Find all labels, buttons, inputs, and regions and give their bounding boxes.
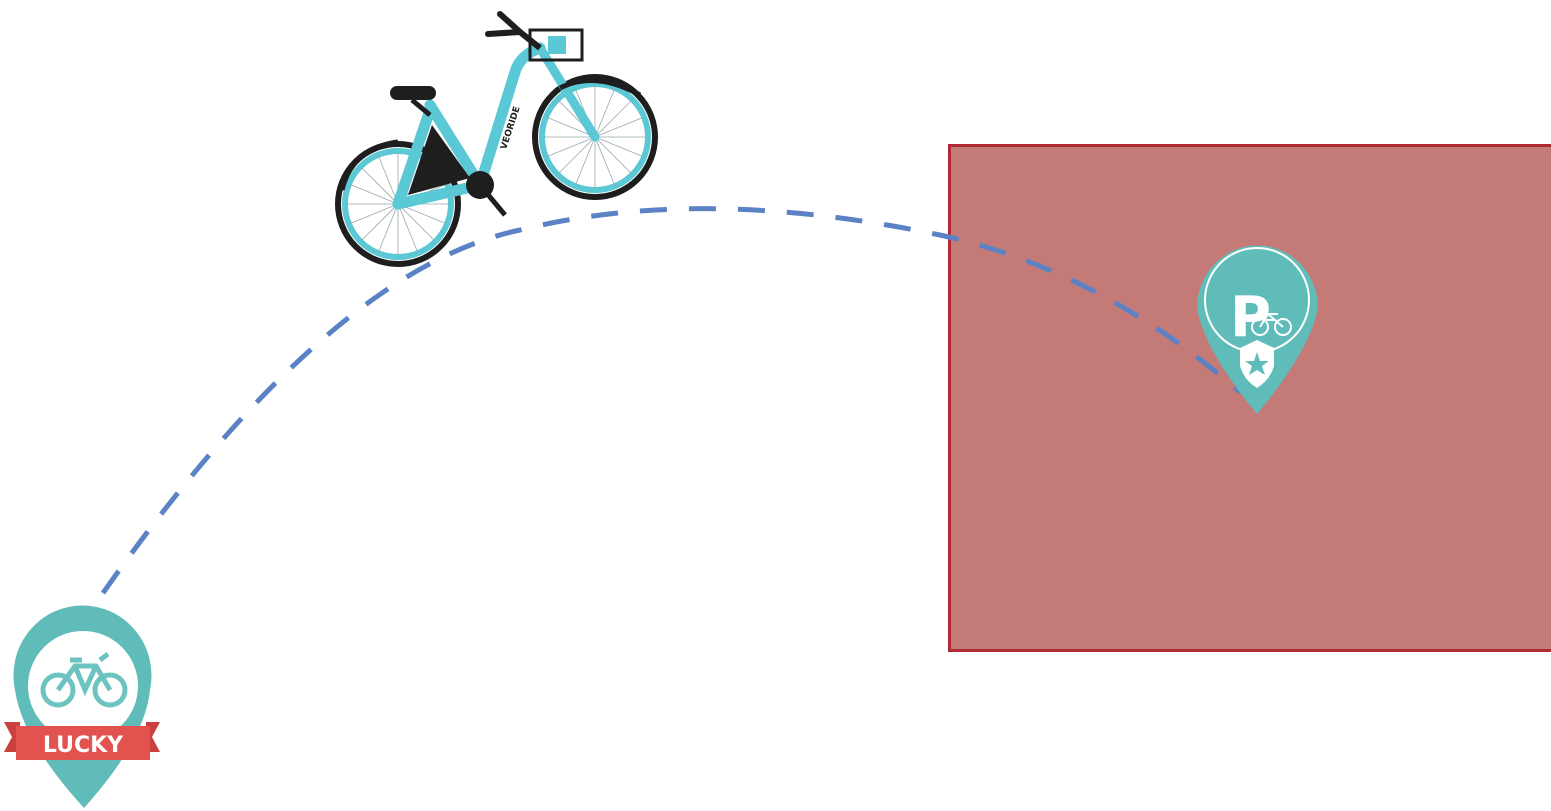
bike-illustration: VEORIDE [335,11,658,267]
parking-letter: P [1230,285,1271,350]
lucky-ribbon [4,722,160,760]
route-path [100,206,1242,595]
lucky-pin: LUCKY [4,605,160,808]
lucky-ribbon-text: LUCKY [43,733,124,758]
bicycle-icon [40,652,128,708]
parking-pin: P [1197,245,1318,414]
shield-star-icon [1240,340,1274,388]
bicycle-icon [1251,312,1292,336]
